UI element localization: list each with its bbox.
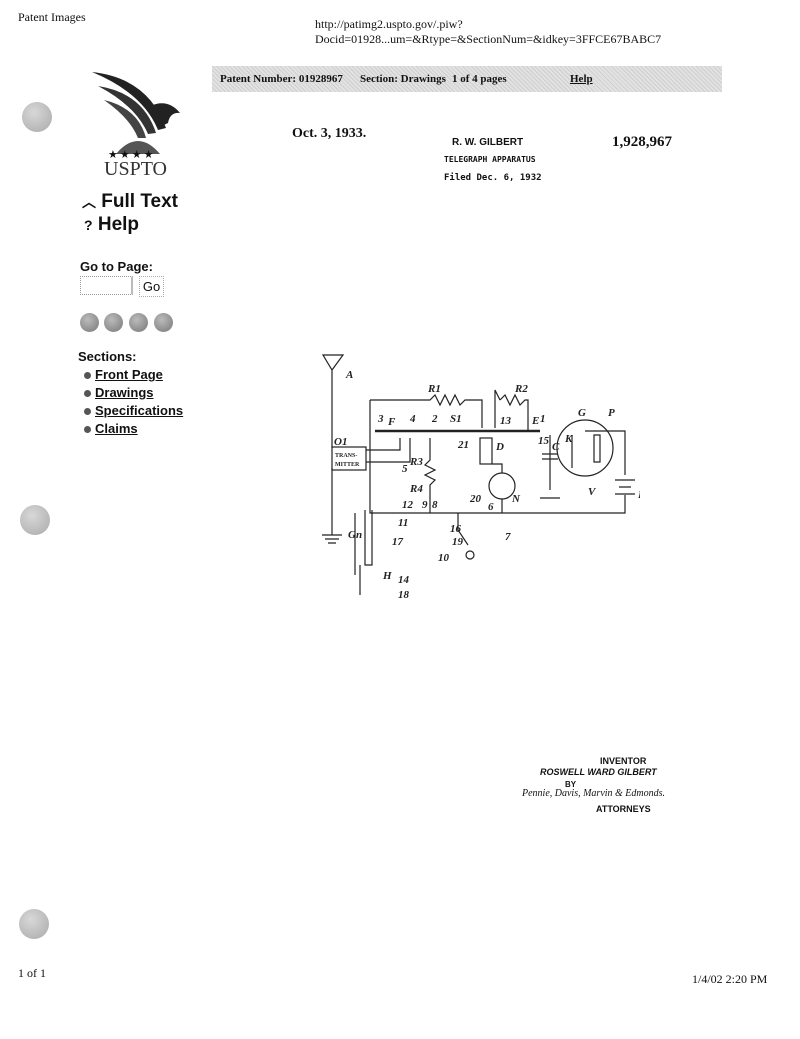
label-10: 10 [438,552,450,564]
patent-date: Oct. 3, 1933. [292,126,367,141]
binder-hole [22,102,52,132]
patent-title: TELEGRAPH APPARATUS [444,155,536,164]
label-B: B [637,489,640,501]
label-N: N [511,493,521,505]
label-15: 15 [538,435,550,447]
patent-drawing: A Gn O1 TRANS- MITTER R1 R2 R3 R4 S1 F E… [321,354,640,600]
patent-number-print: 1,928,967 [612,134,672,150]
label-S1: S1 [450,413,462,425]
full-text-label: Full Text [101,191,178,212]
label-5: 5 [402,463,408,475]
label-R4: R4 [409,483,423,495]
section-link-specifications[interactable]: Specifications [84,403,183,418]
bullet-icon [84,390,91,398]
filed-date: Filed Dec. 6, 1932 [444,173,542,183]
label-1: 1 [540,413,546,425]
help-icon: ? [84,217,93,233]
print-footer-page: 1 of 1 [18,966,46,980]
label-18: 18 [398,589,410,600]
bullet-icon [84,408,91,416]
label-A: A [345,369,353,381]
logo-stars: ★★★★ [108,149,156,161]
help-sidebar-link[interactable]: ? Help [84,214,139,236]
label-Gn: Gn [348,529,362,541]
label-12: 12 [402,499,414,511]
inventor-name: ROSWELL WARD GILBERT [540,767,657,777]
label-transmitter-2: MITTER [335,462,360,468]
label-F: F [387,416,396,428]
label-4: 4 [409,413,416,425]
print-header-title: Patent Images [18,10,86,24]
label-D: D [495,441,504,453]
label-K: K [564,433,573,445]
section-link-claims[interactable]: Claims [84,421,138,436]
label-9: 9 [422,499,428,511]
last-page-button[interactable] [154,313,173,332]
attorney-signature: Pennie, Davis, Marvin & Edmonds. [522,788,666,799]
eagle-icon [92,72,180,154]
full-text-icon: ︿ [82,194,96,210]
print-footer-datetime: 1/4/02 2:20 PM [692,972,768,986]
label-P: P [608,407,615,419]
bullet-icon [84,372,91,380]
help-label: Help [97,214,140,235]
label-transmitter-1: TRANS- [335,453,357,459]
label-20: 20 [469,493,482,505]
next-page-button[interactable] [129,313,148,332]
uspto-logo: ★★★★ USPTO [88,68,188,193]
help-link[interactable]: Help [570,73,593,85]
label-3: 3 [377,413,384,425]
label-16: 16 [450,523,462,535]
label-G: G [578,407,586,419]
label-H: H [382,570,392,582]
label-14: 14 [398,574,410,586]
inventor-label: INVENTOR [600,756,647,766]
previous-page-button[interactable] [104,313,123,332]
goto-page-input[interactable] [80,276,133,295]
sections-label: Sections: [78,349,137,364]
label-8: 8 [432,499,438,511]
label-7: 7 [505,531,511,543]
section-name: Section: Drawings [360,73,446,85]
goto-label: Go to Page: [80,259,153,274]
section-label[interactable]: Claims [95,421,138,436]
label-R2: R2 [514,383,528,395]
page-count: 1 of 4 pages [452,73,507,85]
section-label[interactable]: Front Page [95,367,163,382]
print-header-url: http://patimg2.uspto.gov/.piw?Docid=0192… [315,17,662,46]
label-21: 21 [457,439,469,451]
binder-hole [20,505,50,535]
inventor-header: R. W. GILBERT [452,137,524,148]
by-label: BY [565,780,577,789]
label-13: 13 [500,415,512,427]
label-19: 19 [452,536,464,548]
label-2: 2 [431,413,438,425]
label-R1: R1 [427,383,441,395]
patent-number: Patent Number: 01928967 [220,73,343,85]
bullet-icon [84,426,91,434]
binder-hole [19,909,49,939]
label-17: 17 [392,536,404,548]
label-R3: R3 [409,456,423,468]
full-text-link[interactable]: ︿ Full Text [82,191,178,213]
label-E: E [531,415,539,427]
section-link-front-page[interactable]: Front Page [84,367,163,382]
patent-info-bar: Patent Number: 01928967 Section: Drawing… [212,66,722,92]
section-label[interactable]: Specifications [95,403,184,418]
go-button[interactable]: Go [139,276,164,297]
first-page-button[interactable] [80,313,99,332]
label-11: 11 [398,517,408,529]
attorneys-label: ATTORNEYS [596,804,651,814]
section-link-drawings[interactable]: Drawings [84,385,154,400]
label-6: 6 [488,501,494,513]
label-O1: O1 [334,436,347,448]
section-label[interactable]: Drawings [95,385,154,400]
label-V: V [588,486,597,498]
logo-text: USPTO [104,158,167,180]
label-C: C [552,441,560,453]
